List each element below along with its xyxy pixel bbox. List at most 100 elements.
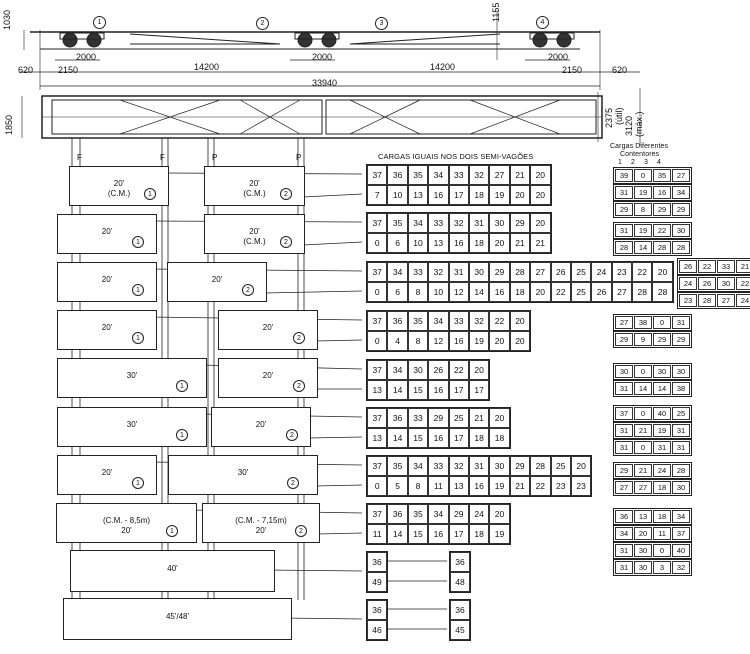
different-load-cell: 31 xyxy=(653,441,671,454)
dim-overhang-right: 620 xyxy=(612,65,628,75)
container-pos1: 20'1 xyxy=(57,262,157,302)
sill xyxy=(349,33,501,45)
post-label-f2: F xyxy=(160,153,165,162)
container-pos2: 20'2 xyxy=(167,262,267,302)
load-cell-top: 25 xyxy=(448,408,469,428)
load-cell-top: 20 xyxy=(530,213,551,233)
load-cell-bottom: 20 xyxy=(509,185,531,205)
container-size-text: 30' xyxy=(126,371,138,381)
different-load-cell: 31 xyxy=(615,224,633,237)
container-size-text: 20' xyxy=(121,526,132,536)
different-load-cell: 21 xyxy=(736,260,750,273)
different-load-cell: 30 xyxy=(615,365,633,378)
load-cell-bottom: 16 xyxy=(428,380,449,400)
container-pos1: 30'1 xyxy=(57,407,207,447)
load-cell-bottom: 16 xyxy=(489,282,510,302)
different-load-cell: 31 xyxy=(615,544,633,557)
load-cell-top: 20 xyxy=(652,262,673,282)
container-pos1-label: 20' xyxy=(58,275,156,285)
load-cell-top: 29 xyxy=(448,504,469,524)
dim-width-max: 3120 xyxy=(624,115,634,136)
load-cell-top: 24 xyxy=(468,504,490,524)
different-load-cell: 38 xyxy=(634,316,652,329)
load-cell-top: 35 xyxy=(387,456,408,476)
load-cell-bottom: 19 xyxy=(489,476,510,496)
equal-loads-title: CARGAS IGUAIS NOS DOIS SEMI-VAGÕES xyxy=(378,152,534,161)
different-load-cell: 28 xyxy=(672,241,690,254)
load-cell-top: 30 xyxy=(468,262,490,282)
load-cell-bottom: 16 xyxy=(468,476,490,496)
bogie-right-wheel xyxy=(556,32,572,48)
different-load-cell: 19 xyxy=(653,424,671,437)
different-load-cell: 14 xyxy=(634,382,652,395)
load-cell-top: 31 xyxy=(468,456,490,476)
dim-wheelbase-1: 2000 xyxy=(76,52,97,62)
different-load-cell: 30 xyxy=(672,365,690,378)
load-cell-top: 20 xyxy=(509,311,531,331)
position-marker-3: 3 xyxy=(375,17,388,30)
container-size-text: 30' xyxy=(126,420,138,430)
load-cell-bottom: 5 xyxy=(387,476,408,496)
container-size-text: 20' xyxy=(113,179,125,189)
load-cell-top: 27 xyxy=(489,165,510,185)
different-load-cell: 30 xyxy=(672,224,690,237)
different-load-cell: 25 xyxy=(672,407,690,420)
position-marker-1: 1 xyxy=(93,16,106,29)
container-pos2-label: 20' xyxy=(212,420,310,430)
position-marker: 2 xyxy=(295,525,307,537)
dim-end-right: 2150 xyxy=(562,65,583,75)
container-pos2-label: 20' xyxy=(168,275,266,285)
load-cell-bottom: 16 xyxy=(428,185,449,205)
load-cell-top: 36 xyxy=(387,165,408,185)
different-load-cell: 31 xyxy=(615,186,633,199)
load-cell-bottom: 23 xyxy=(550,476,571,496)
different-load-cell: 30 xyxy=(634,561,652,574)
load-cell-top: 20 xyxy=(530,165,551,185)
load-cell-top: 31 xyxy=(448,262,469,282)
load-cell-bottom: 18 xyxy=(509,282,531,302)
load-cell-top: 25 xyxy=(550,456,571,476)
container-size-text: (C.M.) xyxy=(243,237,266,247)
load-cell-bottom: 14 xyxy=(387,380,408,400)
position-marker: 1 xyxy=(166,525,178,537)
dim-span-2: 14200 xyxy=(430,62,456,72)
container-size-text: 20' xyxy=(249,179,260,189)
container-size-text: (C.M. - 7,15m) xyxy=(235,516,287,526)
different-load-cell: 28 xyxy=(653,241,671,254)
container-pos1: 20'1 xyxy=(57,455,157,495)
different-load-cell: 0 xyxy=(634,365,652,378)
load-cell-bottom: 10 xyxy=(387,185,408,205)
load-cell-top: 22 xyxy=(489,311,510,331)
connector-line-bottom xyxy=(308,436,363,439)
different-load-cell: 16 xyxy=(653,186,671,199)
load-cell-bottom: 13 xyxy=(367,428,388,448)
load-cell-top: 36 xyxy=(387,311,408,331)
load-cell-bottom: 17 xyxy=(448,524,469,544)
load-cell-top: 29 xyxy=(509,456,531,476)
load-cell-bottom: 15 xyxy=(407,380,429,400)
load-cell-bottom: 17 xyxy=(448,380,469,400)
dim-total-length: 33940 xyxy=(312,78,338,88)
load-cell-bottom: 6 xyxy=(387,282,408,302)
different-load-cell: 0 xyxy=(653,544,671,557)
container-size-text: (C.M.) xyxy=(107,189,131,199)
load-cell-top: 31 xyxy=(468,213,490,233)
container-number-1: 1 xyxy=(618,159,622,166)
load-cell-top: 29 xyxy=(428,408,449,428)
load-cell-top: 30 xyxy=(489,213,510,233)
load-cell-top: 30 xyxy=(407,360,429,380)
post-label-p1: P xyxy=(212,153,218,162)
different-load-cell: 27 xyxy=(717,294,735,307)
different-load-cell: 30 xyxy=(653,365,671,378)
load-cell: 36 xyxy=(450,600,470,620)
container-pos1: 20'1 xyxy=(57,310,157,350)
different-load-cell: 27 xyxy=(615,316,633,329)
load-cell-top: 33 xyxy=(448,311,469,331)
different-load-cell: 31 xyxy=(615,424,633,437)
